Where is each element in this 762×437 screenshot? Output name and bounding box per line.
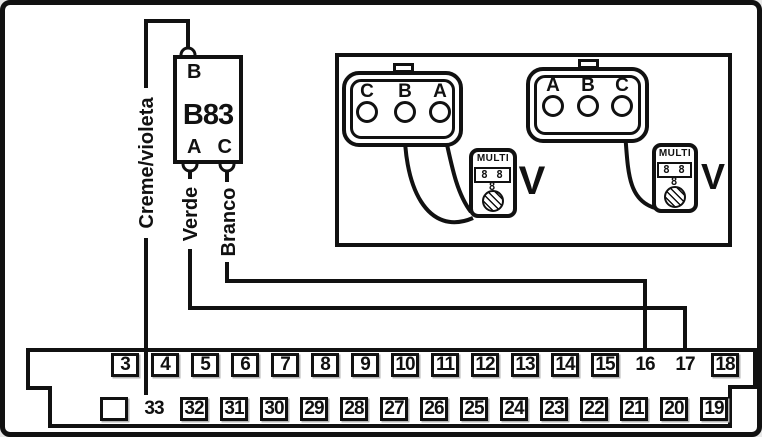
component-b83-id: B83 — [182, 99, 234, 131]
ecu-pin-10: 10 — [391, 353, 419, 377]
ecu-pin-25: 25 — [460, 397, 488, 421]
test-panel-frame — [335, 53, 732, 247]
ecu-pin-7: 7 — [271, 353, 299, 377]
left-connector-pin-b — [394, 101, 416, 123]
ecu-pin-14: 14 — [551, 353, 579, 377]
b83-terminal-b-label: B — [187, 61, 202, 83]
b83-terminal-bump-top — [179, 46, 197, 56]
right-connector-label-a: A — [546, 75, 560, 96]
left-connector-label-c: C — [360, 81, 374, 102]
ecu-pin-16: 16 — [635, 354, 655, 375]
multimeter-1-display: 8 8 8 — [474, 167, 511, 193]
wire-layer — [26, 19, 757, 428]
ecu-pin-blank — [100, 397, 128, 421]
ecu-pin-3: 3 — [111, 353, 139, 377]
multimeter-2-volt-symbol: V — [700, 156, 725, 197]
right-connector-inner-outline — [534, 75, 641, 135]
b83-terminal-a-label: A — [187, 136, 202, 158]
multimeter-2: MULTI 8 8 8 — [652, 143, 698, 213]
ecu-pin-30: 30 — [260, 397, 288, 421]
ecu-pin-9: 9 — [351, 353, 379, 377]
ecu-pin-27: 27 — [380, 397, 408, 421]
b83-terminal-bump-a — [181, 163, 199, 173]
left-connector-inner-outline — [350, 79, 455, 139]
ecu-pin-8: 8 — [311, 353, 339, 377]
ecu-pin-21: 21 — [620, 397, 648, 421]
ecu-pin-4: 4 — [151, 353, 179, 377]
left-connector-pin-c — [356, 101, 378, 123]
multimeter-2-brand: MULTI — [658, 148, 692, 159]
ecu-pin-23: 23 — [540, 397, 568, 421]
ecu-pin-29: 29 — [300, 397, 328, 421]
multimeter-1-brand: MULTI — [476, 153, 510, 164]
ecu-pin-26: 26 — [420, 397, 448, 421]
ecu-pin-13: 13 — [511, 353, 539, 377]
b83-terminal-bump-c — [218, 163, 236, 173]
ecu-pin-24: 24 — [500, 397, 528, 421]
right-connector-pin-b — [577, 95, 599, 117]
ecu-pin-6: 6 — [231, 353, 259, 377]
wire-creme-violeta — [144, 19, 190, 395]
multimeter-1: MULTI 8 8 8 — [469, 148, 517, 218]
ecu-pin-11: 11 — [431, 353, 459, 377]
ecu-pin-15: 15 — [591, 353, 619, 377]
component-b83-box: B B83 A C — [173, 55, 243, 164]
right-connector-label-b: B — [581, 75, 595, 96]
ecu-pin-5: 5 — [191, 353, 219, 377]
left-connector-pin-a — [429, 101, 451, 123]
ecu-pin-22: 22 — [580, 397, 608, 421]
right-connector-pin-a — [542, 95, 564, 117]
right-connector-pin-c — [611, 95, 633, 117]
b83-terminal-c-label: C — [217, 136, 232, 158]
left-connector-label-a: A — [433, 81, 447, 102]
ecu-pin-28: 28 — [340, 397, 368, 421]
right-connector-label-c: C — [615, 75, 629, 96]
ecu-pin-19: 19 — [700, 397, 728, 421]
ecu-pin-32: 32 — [180, 397, 208, 421]
ecu-pin-31: 31 — [220, 397, 248, 421]
ecu-pin-18: 18 — [711, 353, 739, 377]
ecu-pin-12: 12 — [471, 353, 499, 377]
wire-label-creme-violeta: Creme/violeta — [136, 88, 158, 238]
ecu-pin-20: 20 — [660, 397, 688, 421]
multimeter-2-display: 8 8 8 — [657, 162, 692, 188]
ecu-pin-17: 17 — [675, 354, 695, 375]
multimeter-1-volt-symbol: V — [518, 159, 546, 203]
ecu-pin-33: 33 — [144, 398, 164, 419]
wire-label-branco: Branco — [218, 182, 240, 262]
multimeter-1-dial-icon — [482, 190, 504, 212]
wire-label-verde: Verde — [180, 179, 202, 249]
left-connector-label-b: B — [398, 81, 412, 102]
ecu-housing-outline — [26, 348, 757, 428]
multimeter-2-dial-icon — [664, 186, 686, 208]
